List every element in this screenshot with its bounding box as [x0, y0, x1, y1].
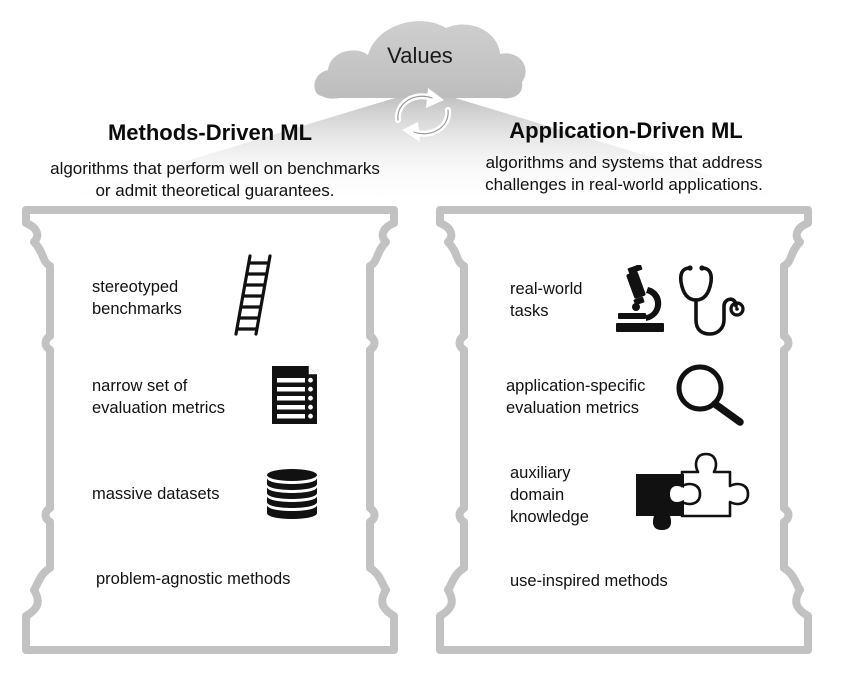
right-pillar — [436, 206, 812, 654]
left-subtitle-line1: algorithms that perform well on benchmar… — [50, 159, 380, 178]
magnifying-glass-icon — [676, 364, 744, 426]
values-cloud — [314, 21, 526, 99]
right-item-knowledge-line3: knowledge — [510, 508, 589, 526]
left-item-methods: problem-agnostic methods — [96, 568, 290, 590]
cloud-label: Values — [387, 43, 453, 68]
left-item-metrics: narrow set of evaluation metrics — [92, 375, 225, 419]
left-item-metrics-line2: evaluation metrics — [92, 399, 225, 417]
right-item-methods: use-inspired methods — [510, 570, 668, 592]
database-stack-icon — [267, 469, 317, 519]
left-item-metrics-line1: narrow set of — [92, 377, 188, 395]
right-item-metrics-line1: application-specific — [506, 377, 646, 395]
left-title: Methods-Driven ML — [107, 120, 313, 145]
right-item-knowledge: auxiliary domain knowledge — [510, 462, 589, 528]
left-subtitle: algorithms that perform well on benchmar… — [10, 158, 420, 202]
right-item-metrics-line2: evaluation metrics — [506, 399, 639, 417]
right-item-metrics: application-specific evaluation metrics — [506, 375, 645, 419]
right-item-knowledge-line2: domain — [510, 486, 565, 504]
left-item-benchmarks: stereotyped benchmarks — [92, 276, 182, 320]
right-item-tasks: real-world tasks — [510, 278, 582, 322]
cycle-arrows-icon — [394, 88, 452, 142]
checklist-document-icon — [272, 366, 317, 424]
right-subtitle: algorithms and systems that address chal… — [432, 152, 816, 196]
right-subtitle-line2: challenges in real-world applications. — [485, 175, 763, 194]
left-pillar — [22, 206, 398, 654]
roof-fan — [40, 98, 810, 205]
right-title: Application-Driven ML — [509, 118, 743, 143]
stethoscope-icon — [678, 265, 745, 336]
microscope-icon — [616, 265, 664, 332]
ladder-icon — [234, 254, 272, 336]
right-item-knowledge-line1: auxiliary — [510, 464, 571, 482]
left-item-datasets-line1: massive datasets — [92, 485, 220, 503]
puzzle-pieces-icon — [636, 452, 750, 530]
left-item-methods-line1: problem-agnostic methods — [96, 570, 291, 588]
left-item-benchmarks-line1: stereotyped — [92, 278, 179, 296]
left-subtitle-line2: or admit theoretical guarantees. — [95, 181, 335, 200]
right-item-tasks-line1: real-world — [510, 280, 583, 298]
right-subtitle-line1: algorithms and systems that address — [485, 153, 763, 172]
right-item-methods-line1: use-inspired methods — [510, 572, 668, 590]
right-item-tasks-line2: tasks — [510, 302, 549, 320]
left-item-datasets: massive datasets — [92, 483, 219, 505]
left-item-benchmarks-line2: benchmarks — [92, 300, 182, 318]
